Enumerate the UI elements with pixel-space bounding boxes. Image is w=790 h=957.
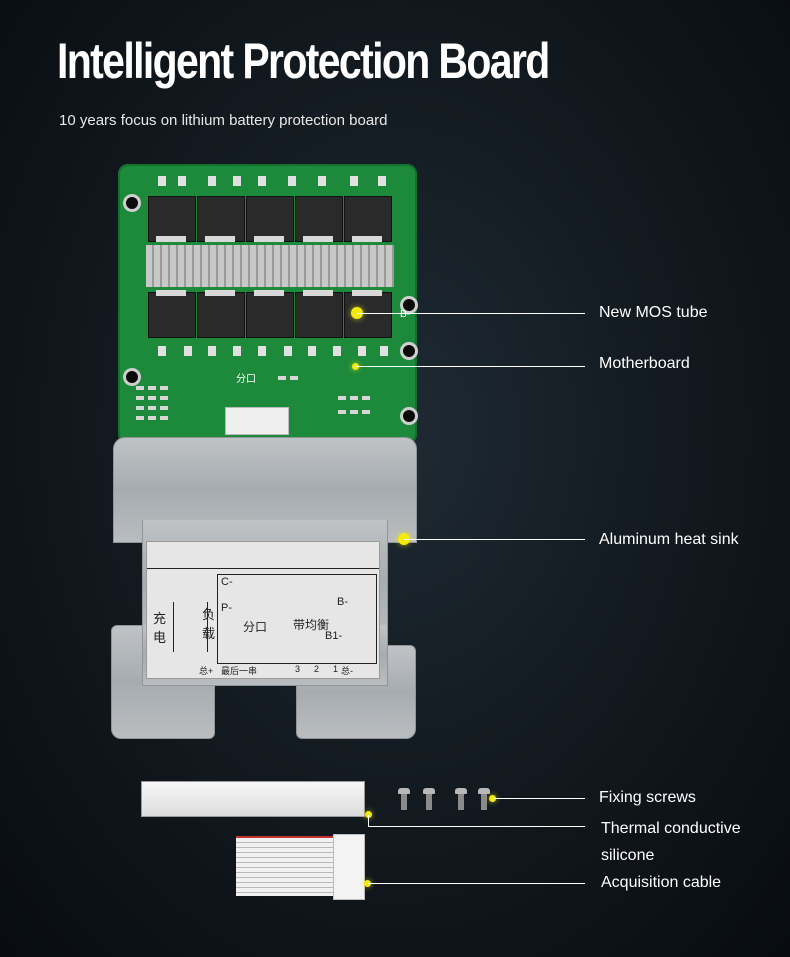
page-title: Intelligent Protection Board [57,33,550,89]
mounting-hole [400,407,418,425]
screw-icon [478,788,490,810]
mos-chip [148,196,196,242]
mounting-hole [123,368,141,386]
pcb-label-fenkou: 分口 [236,374,256,385]
acquisition-cable-plug [333,834,365,900]
red-wire [236,836,346,839]
mounting-hole [400,296,418,314]
mos-chip [197,196,245,242]
label-heat-sink: Aluminum heat sink [599,531,739,548]
callout-dot-screws [489,795,496,802]
thermal-silicone-pad [141,781,365,817]
pcb-board: 分口 B- [118,164,418,444]
leader-heat-sink [404,539,585,540]
label-screws: Fixing screws [599,789,696,806]
label-motherboard: Motherboard [599,355,690,372]
bus-bar-strip [146,245,394,287]
leader-mos [357,313,585,314]
mounting-hole [400,342,418,360]
leader-screws [493,798,585,799]
mos-chip [148,292,196,338]
screw-icon [398,788,410,810]
screw-icon [455,788,467,810]
mos-chip [295,292,343,338]
mos-chip [295,196,343,242]
callout-dot-silicone [365,811,372,818]
balance-connector [225,407,289,435]
label-mos: New MOS tube [599,304,708,321]
page-subtitle: 10 years focus on lithium battery protec… [59,112,388,129]
acquisition-cable-wires [236,838,344,896]
wiring-diagram-sticker: C- P- B- 充电 负载 分口 带均衡 B1- 总+ 最后一串 3 2 1 … [146,541,380,679]
pcb-label-b-minus: B- [400,309,410,320]
leader-motherboard [356,366,585,367]
mounting-hole [123,194,141,212]
label-cable: Acquisition cable [601,874,722,891]
heat-sink-right-tab [296,645,416,739]
screw-icon [423,788,435,810]
leader-silicone-vertical [368,815,369,826]
mos-chip [246,292,294,338]
leader-silicone [368,826,585,827]
label-silicone-line1: Thermal conductive [601,820,741,837]
label-silicone-line2: silicone [601,847,655,864]
callout-dot-cable [364,880,371,887]
leader-cable [368,883,585,884]
mos-chip [197,292,245,338]
callout-dot-motherboard [352,363,359,370]
